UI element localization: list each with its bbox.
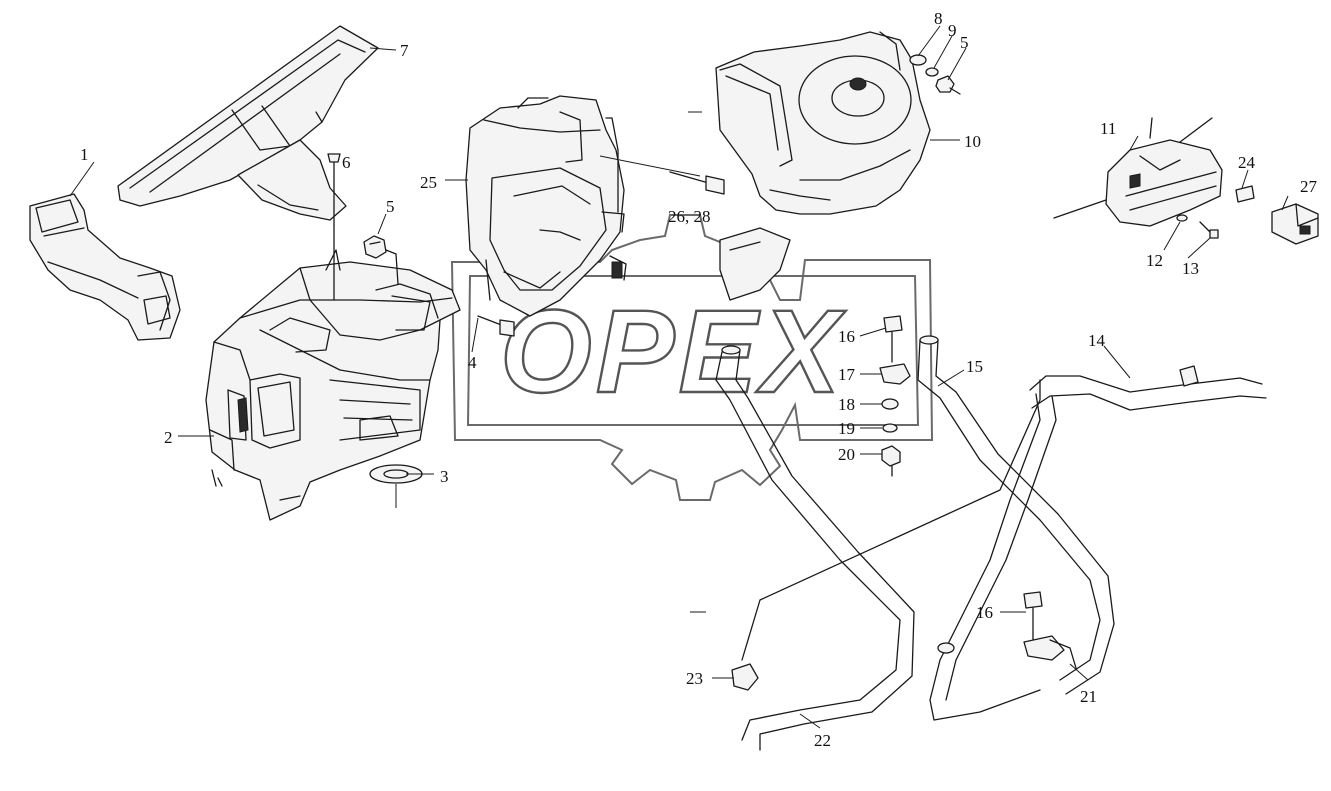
part-17-clamp [879,363,911,385]
callout-18: 18 [838,395,855,414]
callout-5-right: 5 [960,33,969,52]
callout-9: 9 [948,21,957,40]
part-23-clamp [731,663,759,691]
callout-17: 17 [838,365,856,384]
callout-26-28: 26, 28 [668,207,711,226]
callout-15: 15 [966,357,983,376]
callout-10: 10 [964,132,981,151]
watermark-text: OPEX [500,286,846,418]
callout-21: 21 [1080,687,1097,706]
part-2-hvac-housing [205,249,461,521]
part-12-washer [1176,214,1188,222]
part-7-defroster-duct [117,25,379,221]
callout-4: 4 [468,353,477,372]
callout-22: 22 [814,731,831,750]
part-15-heater-hose [917,335,1115,695]
part-5-nut-left [363,235,387,259]
part-20-nut [881,445,901,477]
callout-2: 2 [164,428,173,447]
part-16-bolt-lower [1023,591,1043,641]
callout-11: 11 [1100,119,1116,138]
callout-6: 6 [342,153,351,172]
callout-23: 23 [686,669,703,688]
part-19-washer [882,423,898,433]
part-21-clamp [1023,635,1077,669]
stray-marks [688,111,706,613]
watermark: OPEX [450,214,934,501]
callout-labels: 1 2 3 4 5 5 6 7 8 9 10 11 12 13 14 15 16… [80,9,1318,750]
callout-25: 25 [420,173,437,192]
callout-7: 7 [400,41,409,60]
part-22-heater-hose [715,345,1041,751]
part-1-side-duct [29,193,181,341]
callout-16-upper: 16 [838,327,855,346]
callout-3: 3 [440,467,449,486]
callout-20: 20 [838,445,855,464]
part-13-screw [1199,221,1219,239]
part-6-screw [327,153,341,301]
part-27-switch [1271,203,1319,245]
part-25-air-box [465,95,627,317]
part-16-bolt-upper [883,315,903,363]
callout-12: 12 [1146,251,1163,270]
part-26-28-bolt [599,155,725,195]
part-8-washer [909,54,927,66]
part-10-blower [715,31,931,301]
callout-8: 8 [934,9,943,28]
callout-27: 27 [1300,177,1318,196]
callout-14: 14 [1088,331,1106,350]
callout-19: 19 [838,419,855,438]
callout-16-lower: 16 [976,603,993,622]
part-24-clip [1235,185,1255,203]
part-5-nut-right [935,75,961,95]
callout-24: 24 [1238,153,1256,172]
callout-1: 1 [80,145,89,164]
part-18-washer [881,398,899,410]
part-11-control-panel [1053,117,1223,227]
part-3-grommet [369,464,423,508]
part-9-washer [925,67,939,77]
callout-5-left: 5 [386,197,395,216]
part-14-heater-hose [929,365,1267,721]
part-4-bolt [471,315,515,353]
leader-lines [69,25,1289,729]
callout-13: 13 [1182,259,1199,278]
